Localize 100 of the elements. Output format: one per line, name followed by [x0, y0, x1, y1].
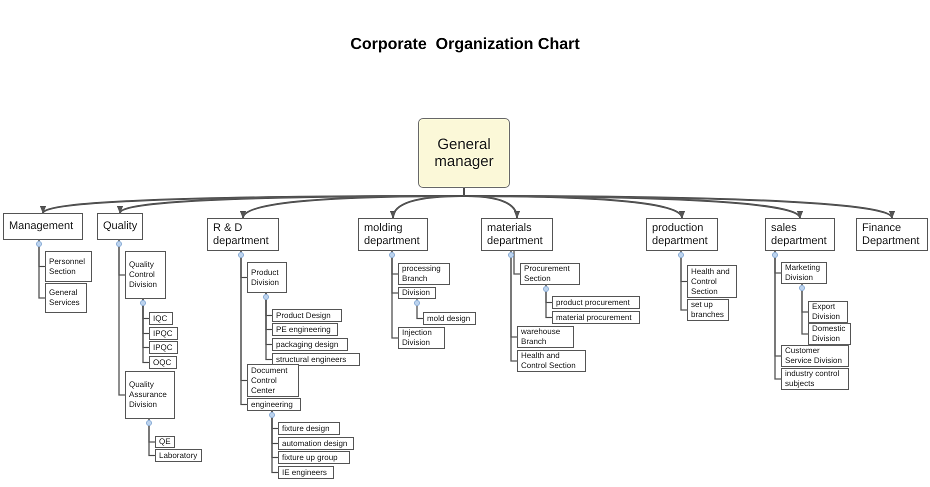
org-box — [207, 218, 279, 251]
box-label: sales department — [771, 222, 828, 248]
org-box — [808, 301, 848, 323]
box-label: OQC — [153, 358, 172, 368]
box-label: Quality Control Division — [129, 260, 158, 290]
chart-title: Corporate Organization Chart — [349, 36, 581, 54]
tree-connector — [265, 293, 272, 360]
box-label: QE — [159, 437, 171, 447]
org-box — [125, 371, 175, 419]
box-label: Division — [402, 288, 430, 298]
org-box — [272, 353, 360, 366]
org-box — [247, 398, 301, 411]
box-label: engineering — [251, 400, 293, 410]
org-box — [781, 262, 827, 284]
box-label: Quality — [103, 220, 138, 233]
box-label: Product Division — [251, 268, 280, 288]
box-label: Domestic Division — [812, 324, 846, 344]
org-box — [155, 449, 202, 462]
org-box — [781, 345, 849, 367]
box-label: IPQC — [153, 328, 173, 338]
org-box — [278, 466, 334, 479]
org-box — [398, 327, 445, 349]
org-box — [765, 218, 835, 251]
org-box — [278, 451, 350, 464]
org-box — [781, 368, 849, 390]
tree-connector — [142, 299, 149, 364]
org-box — [552, 296, 640, 309]
org-box — [3, 213, 83, 240]
org-box — [272, 323, 338, 336]
org-box — [247, 262, 287, 293]
tree-connector — [148, 419, 155, 456]
org-box — [423, 312, 476, 325]
org-box — [481, 218, 553, 251]
tree-connector — [271, 411, 278, 474]
box-label: automation design — [282, 438, 348, 448]
org-box — [149, 356, 177, 369]
tree-connector — [513, 251, 520, 275]
org-box — [520, 263, 580, 285]
org-box — [278, 437, 354, 450]
box-label: R & D department — [213, 222, 270, 248]
box-label: Finance Department — [862, 222, 920, 248]
box-label: molding department — [364, 222, 421, 248]
org-box — [358, 218, 428, 251]
org-box — [149, 312, 173, 325]
box-label: Management — [9, 220, 74, 233]
org-box — [278, 422, 340, 435]
box-label: Health and Control Section — [521, 351, 577, 371]
tree-connector — [118, 240, 125, 396]
org-box — [646, 218, 718, 251]
box-label: structural engineers — [276, 354, 346, 364]
box-label: Laboratory — [159, 450, 198, 460]
box-label: General manager — [433, 136, 495, 170]
box-label: IQC — [153, 314, 168, 324]
org-box — [517, 326, 574, 348]
box-label: fixture design — [282, 424, 330, 434]
org-box — [856, 218, 928, 251]
box-label: Export Division — [812, 302, 842, 322]
box-label: Product Design — [276, 310, 331, 320]
org-box — [272, 309, 342, 322]
box-label: IE engineers — [282, 468, 327, 478]
org-box — [149, 341, 178, 354]
tree-connector — [801, 284, 808, 335]
org-box — [149, 327, 178, 340]
org-box — [155, 436, 175, 448]
box-label: processing Branch — [402, 264, 442, 284]
box-label: mold design — [427, 314, 470, 324]
org-box — [398, 263, 450, 285]
box-label: packaging design — [276, 340, 338, 350]
tree-connector — [391, 251, 398, 339]
box-label: product procurement — [556, 298, 630, 308]
tree-connector — [240, 251, 247, 406]
tree-connector — [774, 251, 781, 380]
tree-connector — [545, 285, 552, 318]
box-label: Quality Assurance Division — [129, 380, 168, 410]
org-box — [97, 213, 143, 240]
box-label: IPQC — [153, 342, 173, 352]
org-box — [687, 299, 729, 321]
org-box — [125, 251, 166, 299]
tree-connector — [680, 251, 687, 311]
org-box — [272, 338, 348, 351]
org-box — [517, 350, 586, 372]
org-box — [687, 265, 737, 298]
box-label: Customer Service Division — [785, 346, 843, 366]
box-label: industry control subjects — [785, 369, 840, 389]
root-box — [418, 118, 510, 188]
box-label: Injection Division — [402, 328, 433, 348]
box-label: Marketing Division — [785, 263, 822, 283]
box-label: Document Control Center — [251, 366, 288, 396]
box-label: warehouse Branch — [521, 327, 562, 347]
tree-connector — [510, 251, 517, 362]
org-box — [398, 287, 436, 299]
box-label: Health and Control Section — [691, 266, 731, 296]
box-label: production department — [652, 222, 709, 248]
org-box — [45, 283, 87, 313]
box-label: material procurement — [556, 312, 632, 322]
org-box — [45, 251, 92, 282]
box-label: set up branches — [691, 300, 725, 320]
box-label: Personnel Section — [49, 256, 86, 276]
box-label: Procurement Section — [524, 264, 571, 284]
org-box — [247, 364, 299, 397]
